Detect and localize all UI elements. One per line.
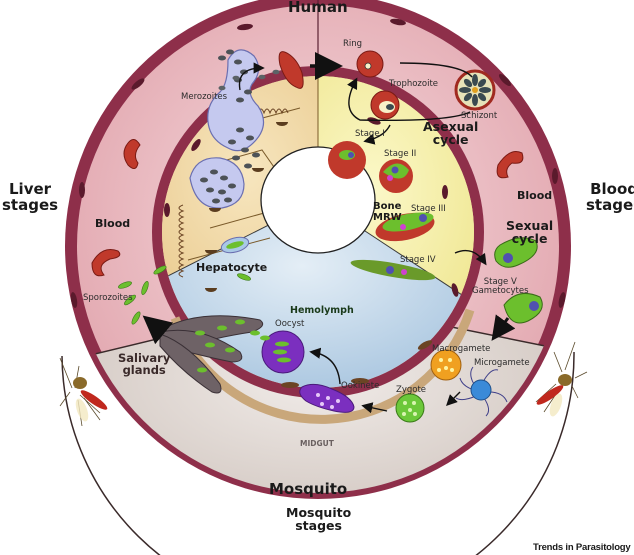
liver-schizont-vesicle <box>189 157 245 209</box>
blood-label-right: Blood <box>517 189 553 202</box>
macrogamete-label: Macrogamete <box>432 344 491 354</box>
arrow-to-sporozoites <box>142 315 174 345</box>
arrow-to-stage-1 <box>363 124 391 145</box>
red-blood-cells <box>91 50 524 277</box>
inner-vessel-nuclei <box>164 117 459 297</box>
merozoites-label: Merozoites <box>181 92 228 102</box>
stage-1-label: Stage I <box>355 129 385 139</box>
arrow-ring-to-schizont <box>399 62 473 78</box>
trophozoite-label: Trophozoite <box>389 79 439 89</box>
lifecycle-arrows <box>142 52 516 414</box>
mosquito-stages-label: Mosquito stages <box>286 505 352 534</box>
arrow-to-oocyst <box>309 347 341 385</box>
rbc-left-1 <box>123 139 141 169</box>
microgamete-label: Microgamete <box>474 358 530 368</box>
mosquito-stages <box>118 265 508 423</box>
microvilli-left <box>178 204 185 278</box>
hepatocyte-label: Hepatocyte <box>196 261 268 274</box>
mosquito-label: Mosquito <box>269 480 348 498</box>
rbc-top <box>278 51 304 89</box>
gametocytes <box>328 141 543 324</box>
vessel-nuclei <box>70 18 566 308</box>
arrow-to-ookinete <box>361 402 388 414</box>
liver-stages-label: Liver stages <box>2 180 59 214</box>
human-label: Human <box>288 0 348 16</box>
salivary-glands-label: Salivary glands <box>118 351 171 378</box>
stage-2-label: Stage II <box>384 149 417 159</box>
hemolymph-label: Hemolymph <box>290 305 354 316</box>
mosquito-left-icon <box>59 357 108 427</box>
oocyst-label: Oocyst <box>275 319 305 329</box>
microgamete-cell <box>470 379 492 401</box>
arrow-schizont-to-ring <box>347 77 471 122</box>
rbc-right <box>496 151 524 179</box>
blood-label-left: Blood <box>95 217 131 230</box>
sporozoites-in-glands <box>195 319 270 373</box>
stage-5-gametocytes-label: Stage V Gametocytes <box>472 277 529 296</box>
midgut-label: MIDGUT <box>300 439 334 448</box>
sporozoites-label: Sporozoites <box>83 293 133 303</box>
ring-label: Ring <box>343 39 363 49</box>
schizont-merozoites <box>459 74 491 106</box>
journal-credit: Trends in Parasitology <box>533 542 631 553</box>
midgut-outline <box>61 351 575 555</box>
blood-stages-label: Blood stages <box>586 180 634 214</box>
stage-4-label: Stage IV <box>400 255 436 265</box>
free-merozoites <box>218 69 280 91</box>
arrow-to-stage-5 <box>454 249 487 266</box>
hepatocyte-nuclei <box>205 122 288 292</box>
schizont-label: Schizont <box>461 111 498 121</box>
mosquito-right-icon <box>535 341 588 417</box>
rbc-left-2 <box>91 249 121 277</box>
bone-marrow-label: Bone MRW <box>373 201 402 223</box>
stage-3-label: Stage III <box>411 204 446 214</box>
free-sporozoites <box>118 265 251 325</box>
sexual-cycle-label: Sexual cycle <box>506 218 554 247</box>
arrow-merozoite-release <box>238 62 265 91</box>
macrogamete-cell <box>430 349 462 381</box>
asexual-cycle-label: Asexual cycle <box>423 119 479 148</box>
arrow-to-zygote <box>446 391 461 406</box>
zygote-label: Zygote <box>396 385 427 395</box>
ookinete-label: Ookinete <box>341 381 380 391</box>
arrow-to-gametes <box>491 314 516 341</box>
